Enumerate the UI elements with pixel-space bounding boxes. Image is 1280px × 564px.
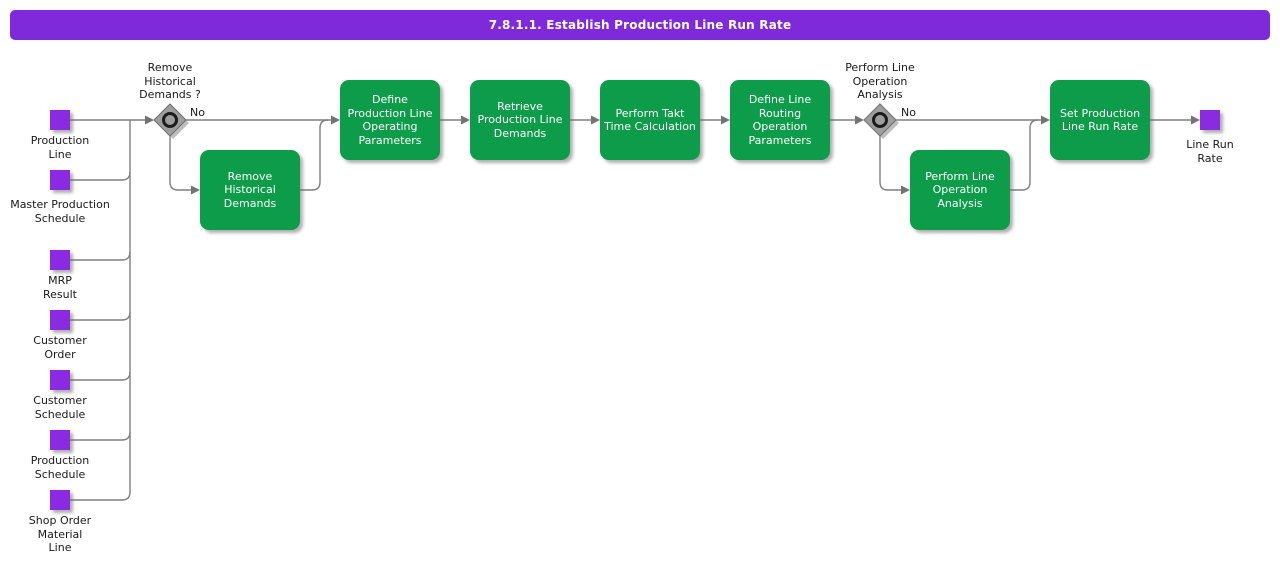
arrowhead-into-set-run-rate [1041,115,1050,125]
arrowhead-into-routing-parameters [721,115,730,125]
activity-define-production-line-operating-parameters[interactable]: Define Production Line Operating Paramet… [340,80,440,160]
activity-define-line-routing-operation-parameters[interactable]: Define Line Routing Operation Parameters [730,80,830,160]
decision2-circle-icon [872,112,888,128]
decision-diamond-remove-historical-demands[interactable] [153,103,187,137]
activity-remove-historical-demands[interactable]: Remove Historical Demands [200,150,300,230]
connector-customer-schedule [70,371,131,381]
connector-shop-order-material-line [70,491,131,501]
decision1-circle-icon [162,112,178,128]
decision-diamond-perform-line-operation-analysis[interactable] [863,103,897,137]
diagram-title-bar: 7.8.1.1. Establish Production Line Run R… [10,10,1270,40]
data-label-mrp-result: MRP Result [43,274,77,301]
decision-label-remove-historical-demands: Remove Historical Demands ? [139,61,201,101]
decision-label-perform-line-operation-analysis: Perform Line Operation Analysis [845,61,915,101]
activity-retrieve-production-line-demands[interactable]: Retrieve Production Line Demands [470,80,570,160]
data-node-line-run-rate[interactable] [1200,110,1220,130]
connector-mrp-result [70,251,131,261]
arrowhead-into-define-parameters [331,115,340,125]
connector-customer-order [70,311,131,321]
arrowhead-into-remove-historical [191,185,200,195]
arrowhead-into-line-run-rate [1191,115,1200,125]
data-label-customer-schedule: Customer Schedule [33,394,87,421]
arrowhead-into-takt-calculation [591,115,600,125]
data-node-production-line[interactable] [50,110,70,130]
branch-label-no-1: No [190,106,205,119]
connector-production-schedule [70,431,131,441]
connector-decision1-yes [169,136,192,191]
connector-remove-historical-return [300,119,329,191]
connector-master-production-schedule [70,171,131,181]
data-label-master-production-schedule: Master Production Schedule [10,198,110,225]
data-label-production-schedule: Production Schedule [30,454,90,481]
connector-decision2-yes [879,136,902,191]
data-label-shop-order-material-line: Shop Order Material Line [28,514,92,554]
data-label-customer-order: Customer Order [33,334,87,361]
data-node-master-production-schedule[interactable] [50,170,70,190]
connector-line-analysis-return [1010,119,1039,191]
data-node-mrp-result[interactable] [50,250,70,270]
arrowhead-into-line-analysis [901,185,910,195]
arrowhead-into-decision1 [145,115,154,125]
data-node-production-schedule[interactable] [50,430,70,450]
arrowhead-into-decision2 [855,115,864,125]
activity-set-production-line-run-rate[interactable]: Set Production Line Run Rate [1050,80,1150,160]
activity-perform-takt-time-calculation[interactable]: Perform Takt Time Calculation [600,80,700,160]
data-node-customer-order[interactable] [50,310,70,330]
arrowhead-into-retrieve-demands [461,115,470,125]
data-label-line-run-rate: Line Run Rate [1186,138,1234,165]
diagram-title: 7.8.1.1. Establish Production Line Run R… [488,18,792,32]
data-node-shop-order-material-line[interactable] [50,490,70,510]
activity-perform-line-operation-analysis[interactable]: Perform Line Operation Analysis [910,150,1010,230]
data-node-customer-schedule[interactable] [50,370,70,390]
branch-label-no-2: No [901,106,916,119]
data-label-production-line: Production Line [30,134,90,161]
